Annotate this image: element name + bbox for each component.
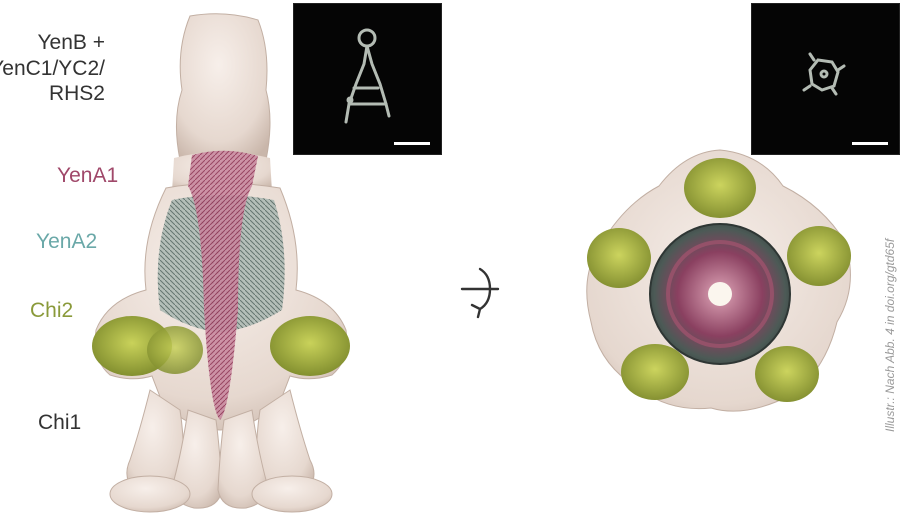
scale-bar	[394, 142, 430, 145]
illustration-credit: Illustr.: Nach Abb. 4 in doi.org/gtd65f	[883, 239, 897, 432]
inset-top-projection	[751, 3, 900, 155]
rotation-arrow-icon	[458, 265, 504, 325]
scale-bar	[852, 142, 888, 145]
inset-side-projection	[293, 3, 442, 155]
top-view-structure	[575, 146, 865, 418]
label-chi2: Chi2	[30, 298, 73, 324]
